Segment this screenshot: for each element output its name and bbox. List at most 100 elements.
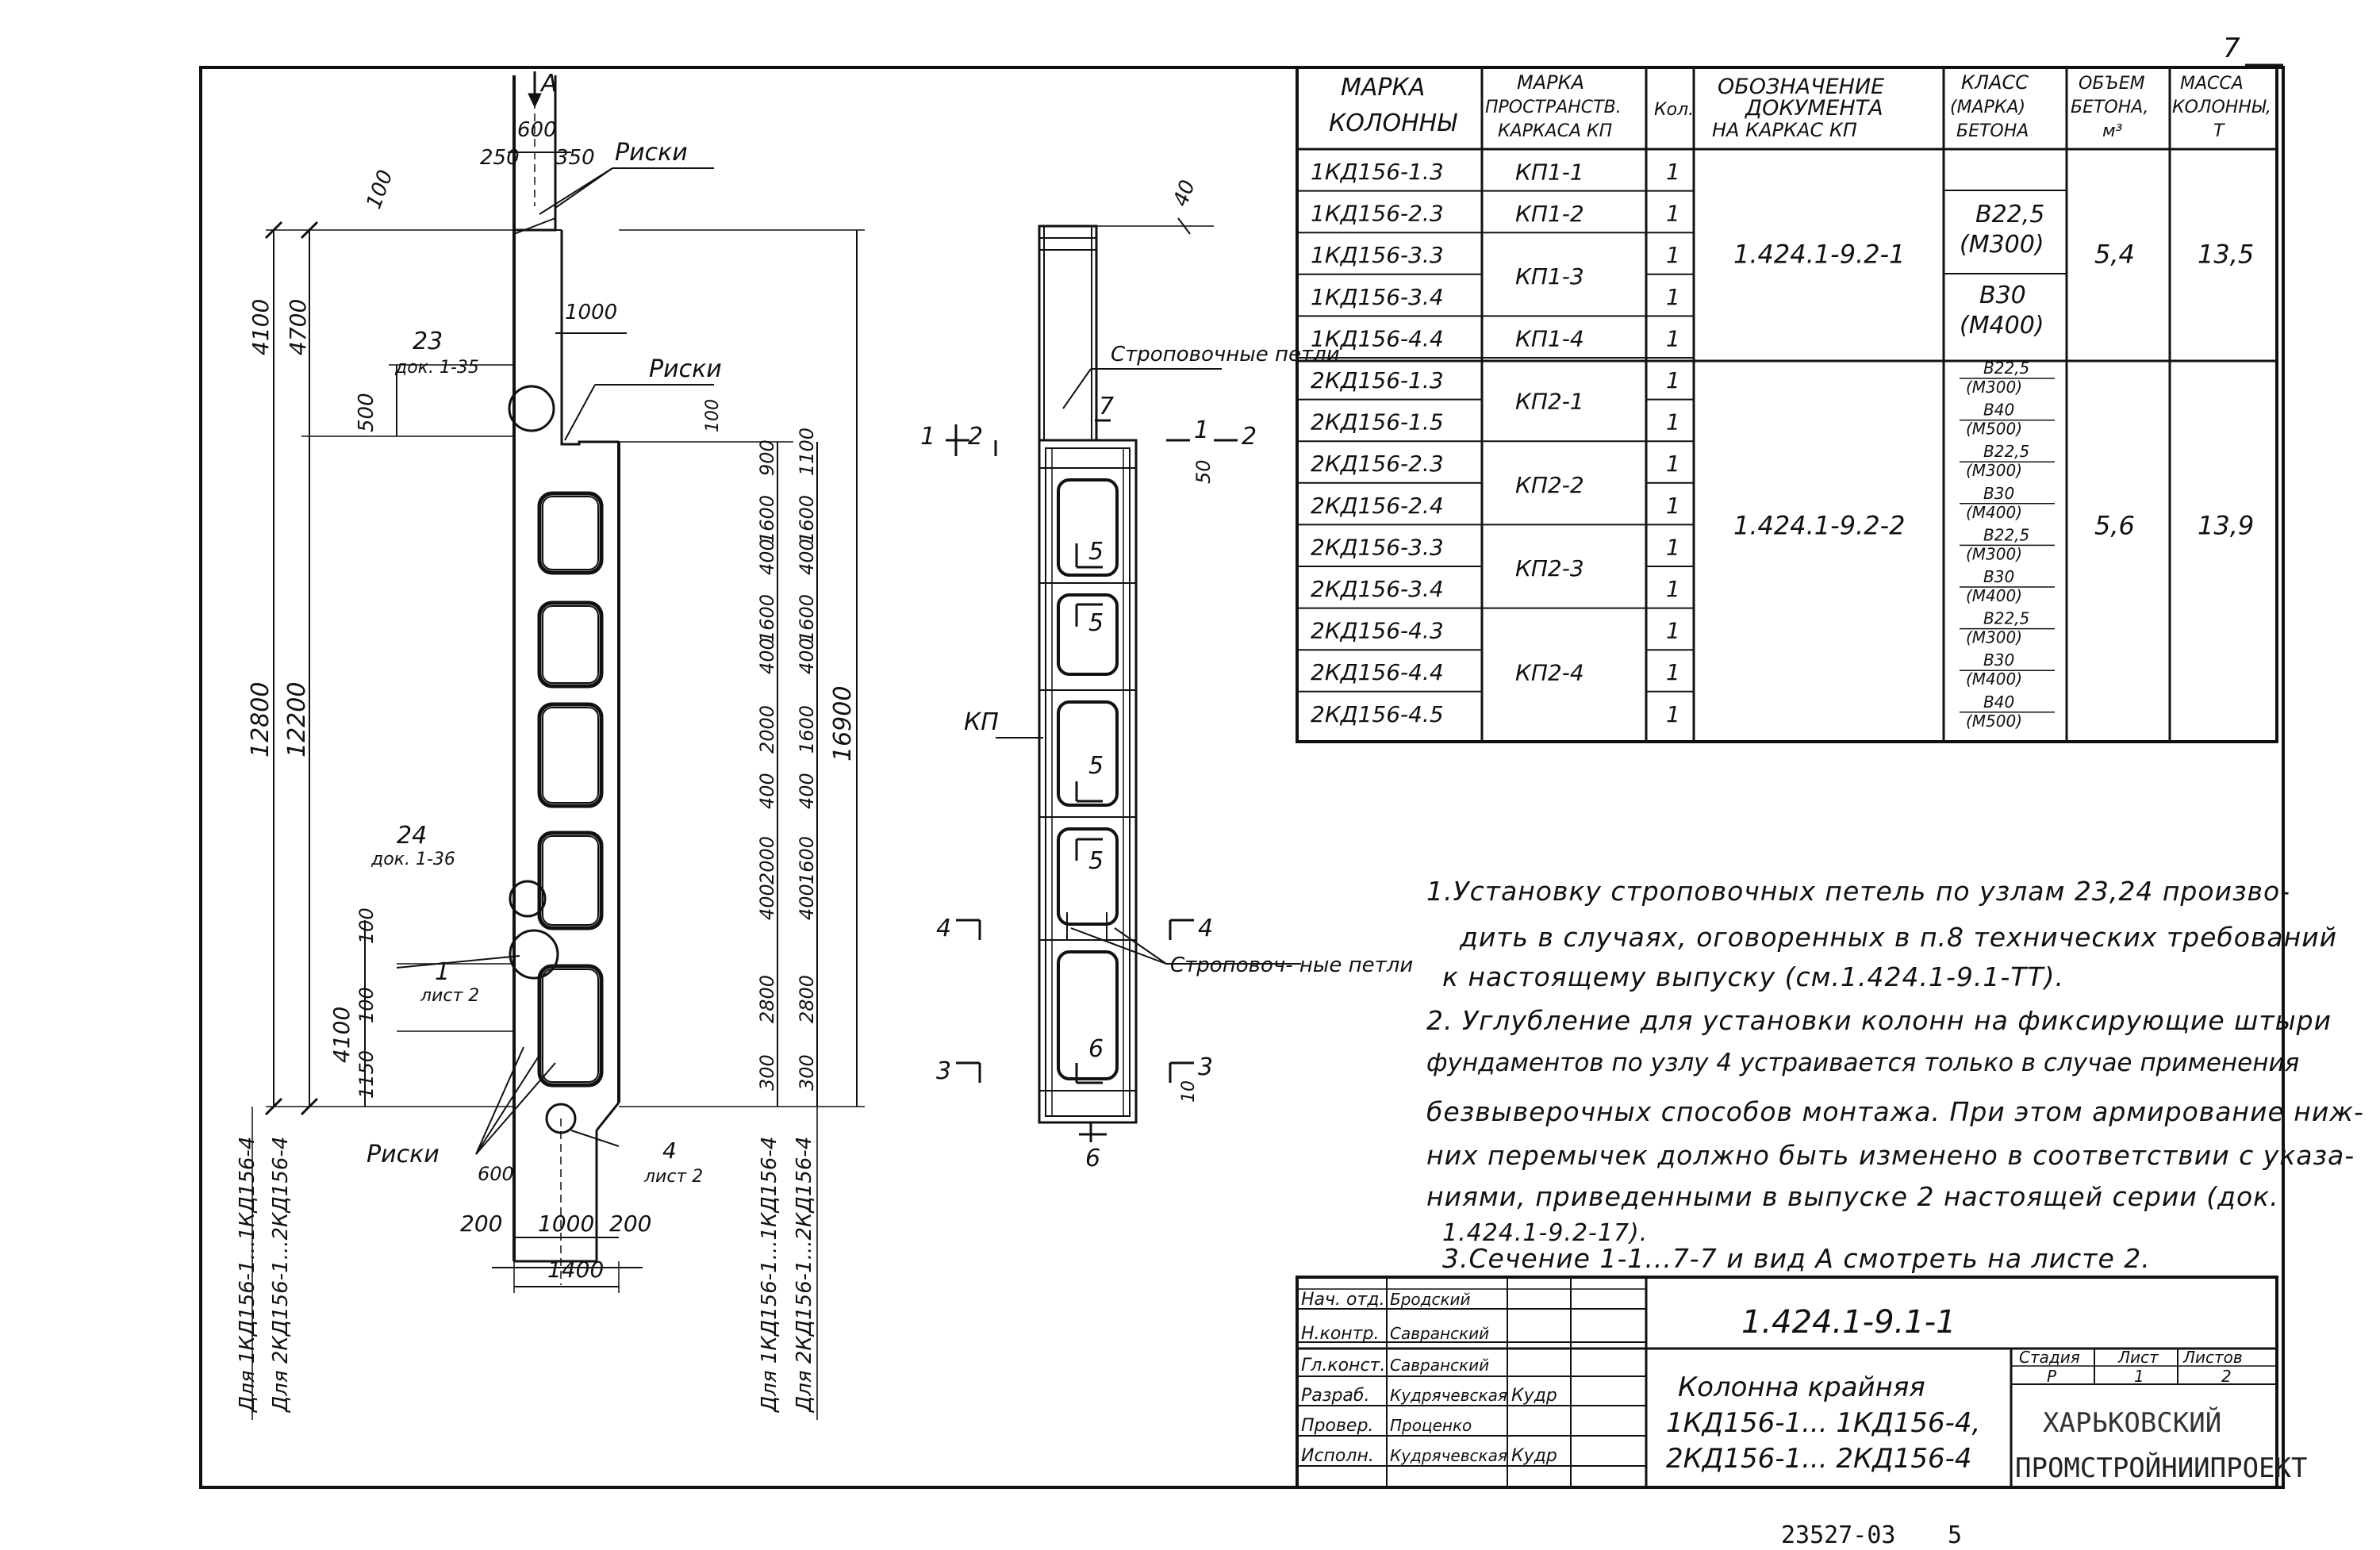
- table-volume-2: 5,6: [2094, 510, 2135, 540]
- table-frame-mark: КП1-3: [1515, 263, 1584, 290]
- table-row-mark: 2КД156-1.3: [1311, 367, 1444, 393]
- table-class: В30: [1983, 484, 2014, 503]
- sheet-value: 1: [2134, 1367, 2144, 1386]
- title-role: Исполн.: [1301, 1446, 1374, 1466]
- table-row-mark: 1КД156-2.3: [1311, 201, 1444, 227]
- sheets-value: 2: [2221, 1367, 2232, 1386]
- node-1: 1: [435, 958, 450, 986]
- risks-label-top: Риски: [615, 139, 688, 167]
- dim-1400: 1400: [547, 1256, 604, 1283]
- dim-100-b: 100: [703, 399, 723, 432]
- segment-dim-b: 400: [796, 638, 818, 674]
- table-class: В40: [1983, 401, 2014, 420]
- table-class: В40: [1983, 693, 2014, 712]
- org-line-1: ХАРЬКОВСКИЙ: [2043, 1406, 2221, 1439]
- section-view: [946, 217, 1301, 1142]
- title-name: Кудрячевская: [1390, 1446, 1507, 1465]
- dim-600-top: 600: [517, 118, 557, 142]
- title-block-people: Нач. отд.БродскийН.контр.СавранскийГл.ко…: [1301, 1290, 1557, 1466]
- signature: Кудр: [1511, 1446, 1557, 1466]
- segment-dim-b: 2800: [796, 975, 818, 1023]
- hdr-mark-2: КОЛОННЫ: [1329, 109, 1457, 137]
- table-class: В22,5: [1975, 201, 2044, 228]
- vert-label-1: Для 1КД156-1...1КД156-4: [236, 1137, 259, 1413]
- node-4-ref: лист 2: [643, 1167, 703, 1187]
- segment-dim-b: 400: [796, 884, 818, 920]
- note-line-9: 1.424.1-9.2-17).: [1442, 1219, 1649, 1247]
- table-frame-mark: КП2-4: [1515, 660, 1584, 686]
- table-volume-1: 5,4: [2094, 240, 2135, 270]
- table-class: (М300): [1966, 461, 2022, 480]
- title-role: Гл.конст.: [1301, 1356, 1385, 1375]
- hdr-mass-2: КОЛОННЫ,: [2172, 98, 2271, 117]
- section-3-left: 3: [936, 1057, 951, 1085]
- dim-200-left: 200: [460, 1210, 502, 1237]
- dim-100-a: 100: [362, 167, 397, 212]
- node-24-ref: док. 1-36: [370, 850, 455, 869]
- dim-1000-bottom: 1000: [538, 1210, 594, 1237]
- section-3-right: 3: [1198, 1053, 1213, 1081]
- table-row-mark: 2КД156-1.5: [1311, 409, 1444, 435]
- org-line-2: ПРОМСТРОЙНИИПРОЕКТ: [2015, 1452, 2307, 1484]
- table-row-qty: 1: [1666, 701, 1680, 727]
- kp-label: КП: [964, 708, 999, 736]
- table-class: (М400): [1960, 312, 2044, 340]
- section-5c: 5: [1088, 752, 1104, 780]
- sheet-index: 5: [1948, 1521, 1962, 1549]
- table-mass-2: 13,9: [2198, 510, 2254, 540]
- segment-dim-a: 2000: [756, 705, 778, 754]
- sheets-label: Листов: [2182, 1348, 2243, 1367]
- segment-dim-a: 400: [756, 638, 778, 674]
- segment-dim-a: 1600: [756, 495, 778, 543]
- section-6-bottom: 6: [1085, 1145, 1100, 1172]
- hdr-doc-3: НА КАРКАС КП: [1712, 119, 1857, 141]
- dim-4100-a: 4100: [248, 299, 274, 355]
- table-row-mark: 2КД156-2.3: [1311, 451, 1444, 477]
- note-line-5: фундаментов по узлу 4 устраивается тольк…: [1426, 1049, 2300, 1077]
- hdr-mark-1: МАРКА: [1341, 74, 1425, 102]
- risks-label-bottom: Риски: [367, 1141, 440, 1168]
- segment-dim-b: 1600: [796, 495, 818, 543]
- segment-dim-a: 400: [756, 884, 778, 920]
- table-row-mark: 2КД156-4.5: [1311, 701, 1444, 727]
- dim-500: 500: [355, 393, 378, 432]
- column-dimensions: А 600 250 350 Риски 100 4100 4700 23 док…: [236, 70, 857, 1413]
- column-elevation: [251, 71, 865, 1420]
- note-line-4: 2. Углубление для установки колонн на фи…: [1426, 1005, 2332, 1036]
- slings-label-mid: Строповоч- ные петли: [1170, 953, 1413, 977]
- title-name: Савранский: [1390, 1356, 1489, 1375]
- table-class: (М400): [1966, 503, 2022, 522]
- table-row-mark: 2КД156-3.3: [1311, 534, 1444, 560]
- hdr-frame-3: КАРКАСА КП: [1498, 121, 1612, 141]
- vert-label-3: Для 1КД156-1...1КД156-4: [758, 1137, 781, 1413]
- dim-4100-b: 4100: [328, 1007, 355, 1063]
- segment-dim-b: 1600: [796, 836, 818, 884]
- slings-label-top-line: Строповочные петли: [1111, 343, 1340, 366]
- sheet-frame: [199, 66, 2285, 1489]
- section-1-left: 1: [920, 423, 935, 451]
- title-name: Проценко: [1390, 1416, 1472, 1435]
- section-4-left: 4: [936, 915, 951, 942]
- table-frame-mark: КП1-4: [1515, 326, 1584, 352]
- hdr-qty: Кол.: [1654, 100, 1694, 120]
- node-24: 24: [397, 822, 427, 850]
- dim-250: 250: [480, 146, 520, 170]
- title-line-2: 1КД156-1... 1КД156-4,: [1666, 1407, 1980, 1439]
- segment-dim-a: 1600: [756, 594, 778, 643]
- segment-dim-b: 1600: [796, 705, 818, 754]
- hdr-mass-3: Т: [2213, 121, 2225, 141]
- sheet-label: Лист: [2117, 1348, 2159, 1367]
- title-role: Н.контр.: [1301, 1324, 1379, 1344]
- dim-600-bottom: 600: [478, 1163, 514, 1185]
- dim-50: 50: [1192, 459, 1215, 484]
- segment-dim-a: 400: [756, 773, 778, 809]
- table-class: (М300): [1966, 544, 2022, 563]
- table-row-qty: 1: [1666, 659, 1680, 685]
- table-row-mark: 2КД156-4.3: [1311, 618, 1444, 644]
- dim-12200: 12200: [283, 682, 311, 758]
- hdr-class-1: КЛАСС: [1961, 71, 2029, 94]
- table-frame-mark: КП1-1: [1515, 159, 1584, 185]
- segment-dim-a: 400: [756, 539, 778, 575]
- note-line-6: безвыверочных способов монтажа. При этом…: [1426, 1096, 2364, 1127]
